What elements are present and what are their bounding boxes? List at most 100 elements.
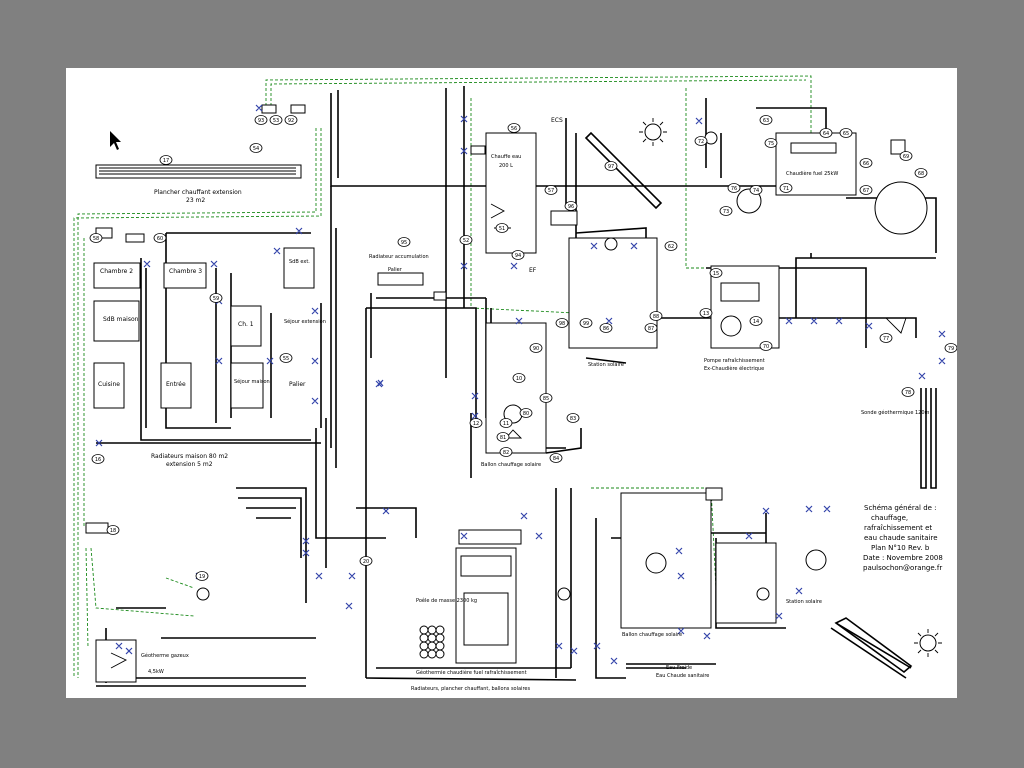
callout-bubble-outline (507, 123, 521, 133)
callout-bubble-number: 76 (731, 186, 737, 192)
callout-bubble-number: 60 (157, 236, 163, 242)
callout-bubble-outline (699, 308, 713, 318)
expansion-vessel-1 (736, 188, 762, 214)
callout-bubble-outline (512, 373, 526, 383)
callout-bubble-number: 20 (363, 559, 369, 565)
callout-bubble-outline (859, 158, 873, 168)
callout-bubble: 56 (507, 123, 521, 133)
callout-bubble-outline (153, 233, 167, 243)
callout-bubble-number: 53 (273, 118, 279, 124)
callout-bubble: 51 (495, 223, 509, 233)
callout-bubble: 67 (859, 185, 873, 195)
callout-bubble-outline (89, 233, 103, 243)
callout-bubble: 88 (649, 311, 663, 321)
callout-bubble-outline (159, 155, 173, 165)
callout-bubble-outline (511, 250, 525, 260)
label-radiateur-accu: Radiateur accumulation (369, 254, 429, 260)
callout-bubble-outline (209, 293, 223, 303)
callout-bubble: 68 (914, 168, 928, 178)
callout-bubble-number: 67 (863, 188, 869, 194)
callout-bubble-number: 14 (753, 319, 759, 325)
callout-bubble-outline (899, 151, 913, 161)
label-chaudiere-elec: Ex-Chaudière électrique (704, 365, 764, 372)
mixing-valve-box (433, 291, 447, 301)
title-line-4: eau chaude sanitaire (864, 534, 938, 542)
callout-bubble: 98 (555, 318, 569, 328)
sun-icon-2 (914, 629, 942, 657)
callout-bubble-outline (495, 223, 509, 233)
callout-bubble-number: 79 (948, 346, 954, 352)
callout-bubble: 54 (249, 143, 263, 153)
label-station-solaire2: Station solaire (786, 599, 822, 605)
callout-bubble-outline (649, 311, 663, 321)
accumulation-radiator (377, 272, 424, 286)
solar-controller (550, 210, 578, 226)
callout-bubble-outline (879, 333, 893, 343)
title-line-6: Date : Novembre 2008 (863, 554, 943, 562)
callout-bubble-outline (914, 168, 928, 178)
room-chambre2 (93, 262, 141, 289)
callout-bubble-number: 16 (95, 457, 101, 463)
label-eau-chaude: Eau Chaude sanitaire (656, 673, 709, 679)
circulator-pump-3 (604, 237, 618, 251)
callout-bubble: 18 (106, 525, 120, 535)
callout-bubble: 62 (664, 241, 678, 251)
label-sejour-ext: Séjour extension (284, 318, 326, 325)
label-cuisine: Cuisine (98, 381, 120, 388)
callout-bubble-outline (397, 237, 411, 247)
callout-bubble: 74 (749, 185, 763, 195)
callout-bubble-outline (779, 183, 793, 193)
callout-bubble-number: 57 (548, 188, 554, 194)
callout-bubble-number: 15 (713, 271, 719, 277)
label-pompe-chaleur: Pompe rafraîchissement (704, 357, 765, 364)
title-line-5: Plan N°10 Rev. b (871, 544, 930, 552)
label-palier: Palier (289, 381, 306, 388)
callout-bubble-number: 62 (668, 244, 674, 250)
label-eau-froide: Eau Froide (666, 665, 692, 671)
callout-bubble-outline (496, 432, 510, 442)
title-line-2: chauffage, (871, 514, 908, 522)
callout-bubble: 60 (153, 233, 167, 243)
callout-bubble-number: 10 (516, 376, 522, 382)
callout-bubble-number: 86 (603, 326, 609, 332)
callout-bubble: 10 (512, 373, 526, 383)
callout-bubble-outline (759, 341, 773, 351)
callout-bubble: 81 (496, 432, 510, 442)
callout-bubble-number: 99 (583, 321, 589, 327)
callout-bubble: 14 (749, 316, 763, 326)
callout-bubble-outline (249, 143, 263, 153)
callout-bubble-number: 90 (533, 346, 539, 352)
solar-collector-2 (834, 617, 913, 674)
callout-bubble-number: 93 (258, 118, 264, 124)
callout-bubble-number: 82 (503, 450, 509, 456)
callout-bubble: 65 (839, 128, 853, 138)
callout-bubble-outline (764, 138, 778, 148)
geothermal-heat-pump (95, 639, 137, 683)
callout-bubble-number: 80 (523, 411, 529, 417)
callout-bubble-outline (859, 185, 873, 195)
callout-bubble-number: 88 (653, 314, 659, 320)
callout-bubble-outline (539, 393, 553, 403)
callout-bubble: 71 (779, 183, 793, 193)
callout-bubble: 57 (544, 185, 558, 195)
callout-bubble-number: 18 (110, 528, 116, 534)
label-palier2: Palier (388, 267, 403, 273)
callout-bubble-outline (901, 387, 915, 397)
heating-schematic-diagram: Plancher chauffant extension 23 m2 Chamb… (73, 75, 957, 692)
label-sdb-maison: SdB maison (103, 316, 139, 323)
callout-bubble-outline (599, 323, 613, 333)
callout-bubble-number: 55 (283, 356, 289, 362)
callout-bubble-outline (564, 201, 578, 211)
callout-bubble-outline (819, 128, 833, 138)
callout-bubble-outline (519, 408, 533, 418)
title-line-1: Schéma général de : (864, 504, 937, 512)
callout-bubble: 99 (579, 318, 593, 328)
floor-heating-panel (95, 164, 302, 179)
callout-bubble: 85 (539, 393, 553, 403)
callout-bubble: 16 (91, 454, 105, 464)
circulator-pump-5 (756, 587, 770, 601)
callout-bubble-number: 94 (515, 253, 521, 259)
callout-bubble-outline (284, 115, 298, 125)
callout-bubble: 72 (694, 136, 708, 146)
control-wiring (73, 75, 887, 678)
